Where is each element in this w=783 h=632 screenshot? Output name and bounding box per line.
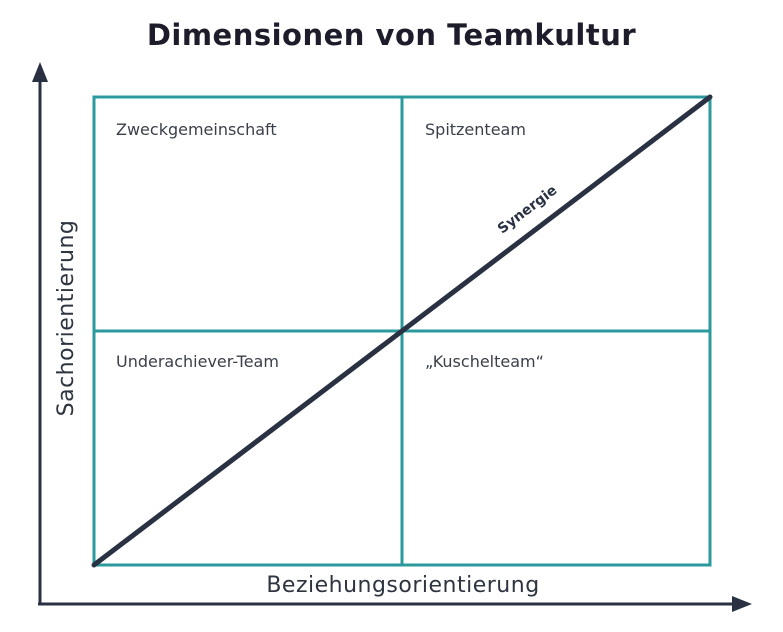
diagram-title: Dimensionen von Teamkultur: [146, 18, 637, 52]
quadrant-label-bottom-left: Underachiever-Team: [116, 352, 279, 371]
quadrant-label-bottom-right: „Kuschelteam“: [425, 352, 544, 371]
y-axis-label: Sachorientierung: [54, 220, 79, 417]
x-axis-label: Beziehungsorientierung: [266, 573, 539, 598]
synergy-diagonal-line: [91, 94, 713, 568]
y-axis-arrow-icon: [32, 62, 48, 82]
quadrant-label-top-left: Zweckgemeinschaft: [116, 120, 277, 139]
quadrant-label-top-right: Spitzenteam: [425, 120, 526, 139]
x-axis-arrow-icon: [732, 596, 752, 612]
synergy-label: Synergie: [495, 182, 560, 237]
